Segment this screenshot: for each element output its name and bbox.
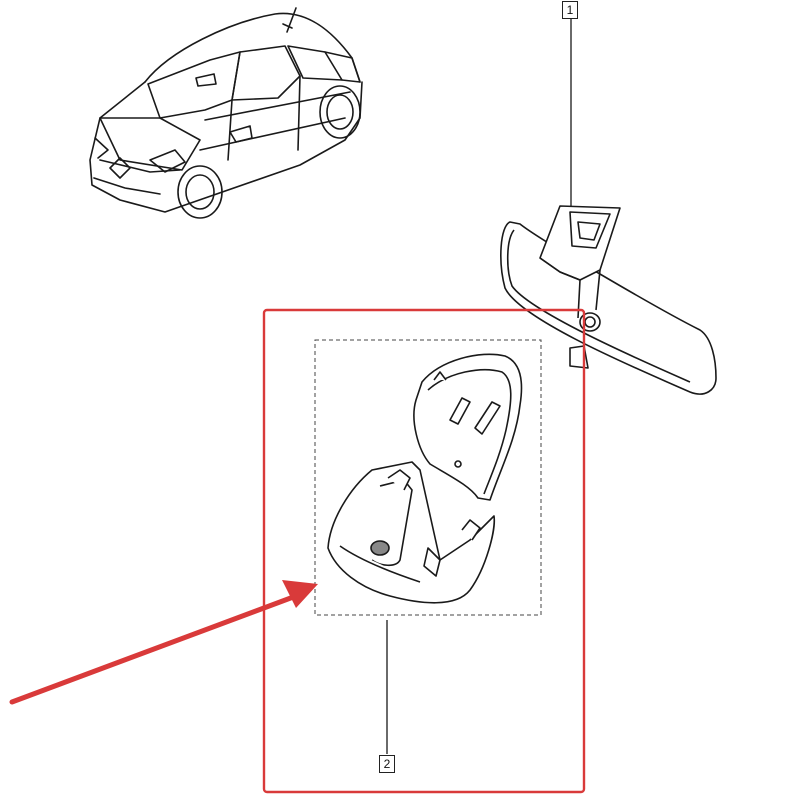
- car-illustration: [89, 7, 363, 219]
- kit-boundary-dashed: [314, 339, 542, 616]
- callout-label-1: 1: [562, 1, 578, 19]
- mirror-base-cover: [327, 353, 523, 604]
- highlight-box: [262, 308, 586, 794]
- red-pointer-arrow: [9, 580, 318, 705]
- rear-view-mirror: [500, 205, 717, 395]
- callout-label-2: 2: [379, 755, 395, 773]
